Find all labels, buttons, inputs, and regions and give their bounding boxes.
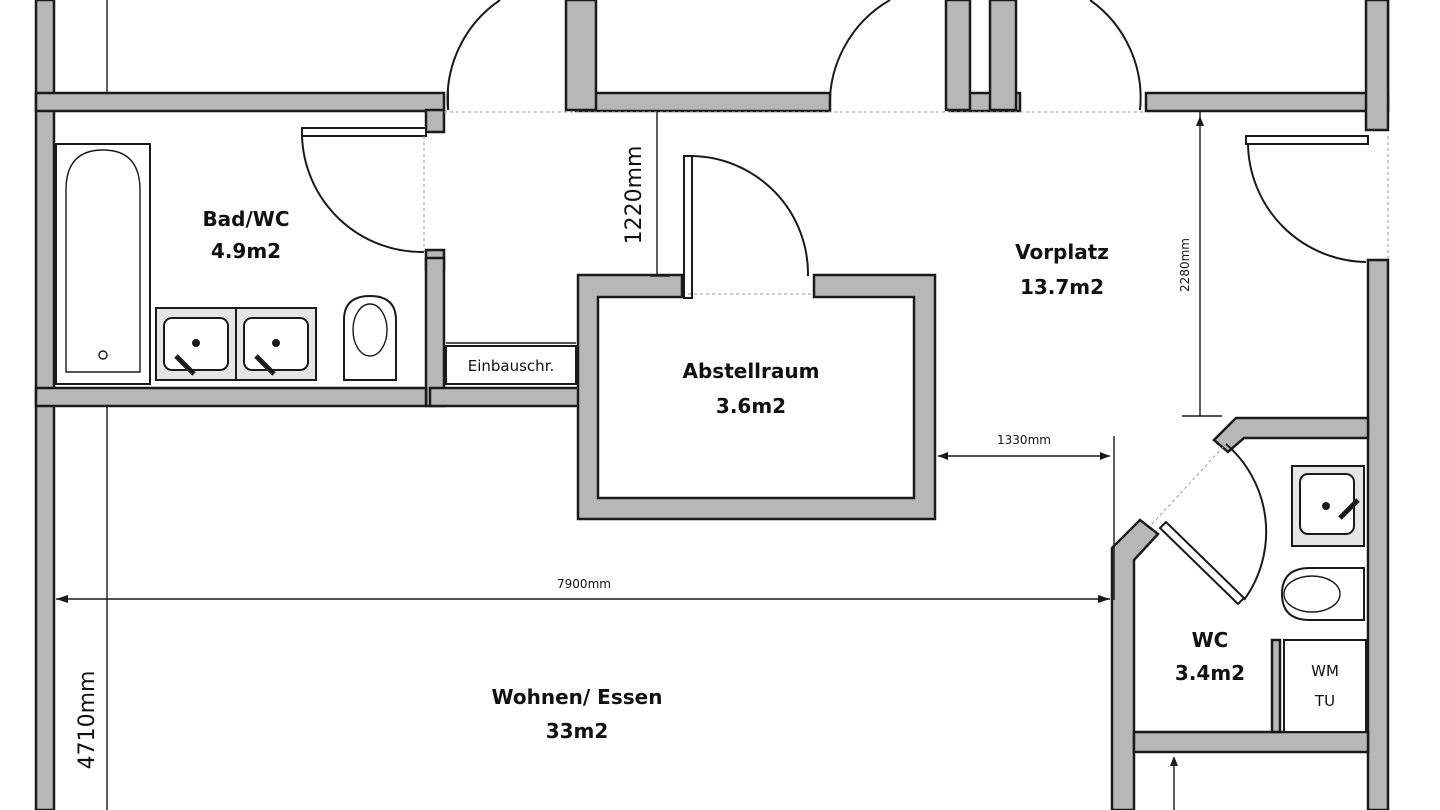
wc-toilet	[1280, 567, 1365, 621]
abstellraum-walls	[576, 273, 937, 521]
dim-label-7900: 7900mm	[557, 577, 611, 591]
dim-label-2280: 2280mm	[1178, 238, 1192, 292]
door-leaf-abstellraum	[683, 155, 693, 299]
dim-label-1220: 1220mm	[622, 146, 647, 245]
wm-divider	[1270, 638, 1282, 734]
bathtub	[55, 143, 151, 385]
bathtub-inner	[65, 149, 141, 373]
arrow-icon	[1170, 756, 1178, 766]
arrow-icon	[1098, 595, 1110, 603]
room-labels: Bad/WC 4.9m2 Vorplatz 13.7m2 Abstellraum…	[202, 207, 1245, 743]
walls	[34, 0, 1390, 810]
room-area-bad: 4.9m2	[211, 239, 281, 263]
tu-label: TU	[1314, 692, 1335, 710]
sink-right-drain-icon	[272, 339, 280, 347]
door-arc-upper-left	[446, 0, 501, 111]
door-arc-upper-right	[1089, 0, 1142, 111]
room-area-wohnen: 33m2	[546, 719, 609, 743]
einbauschrank-label: Einbauschr.	[468, 357, 555, 375]
door-arc-bad	[301, 135, 425, 254]
door-arc-right	[1247, 143, 1367, 263]
dim-label-1330: 1330mm	[997, 433, 1051, 447]
arrow-icon	[56, 595, 68, 603]
partition-upper-1	[564, 0, 598, 112]
partition-upper-3	[988, 0, 1018, 112]
fixture-labels: Einbauschr. WM TU	[468, 357, 1339, 710]
sink-left-tap-icon	[174, 354, 196, 376]
toilet-bad	[343, 294, 397, 381]
dim-label-4710: 4710mm	[75, 671, 100, 770]
bad-wall-bottom	[34, 386, 428, 408]
wc-wall-top	[1212, 416, 1370, 454]
wc-sink-tap-icon	[1338, 498, 1360, 520]
arrow-icon	[1196, 116, 1204, 126]
sink-right-tap-icon	[254, 354, 276, 376]
toilet-bad-seat	[352, 303, 388, 357]
partition-upper-2	[944, 0, 972, 112]
dimension-labels: 1220mm 2280mm 1330mm 7900mm 4710mm	[75, 146, 1192, 770]
door-arc-wc	[1225, 443, 1268, 601]
door-leaf-bad	[301, 127, 427, 137]
einbau-wall-bottom	[428, 386, 582, 408]
arrow-icon	[1100, 452, 1110, 460]
wc-sink-drain-icon	[1322, 502, 1330, 510]
room-name-abstellraum: Abstellraum	[683, 359, 820, 383]
room-name-vorplatz: Vorplatz	[1015, 240, 1109, 264]
room-name-wc: WC	[1192, 628, 1229, 652]
door-leaf-right	[1245, 135, 1369, 145]
einbauschrank	[445, 345, 577, 385]
partition-upper-4	[1364, 0, 1390, 132]
fixtures	[55, 143, 1367, 733]
wc-toilet-seat	[1283, 575, 1341, 613]
wall-top-1	[34, 91, 446, 113]
door-arc-abstellraum	[691, 155, 810, 277]
door-leaf-wc	[1158, 520, 1246, 606]
room-area-vorplatz: 13.7m2	[1020, 275, 1104, 299]
door-arc-upper-middle	[828, 0, 891, 111]
room-name-bad: Bad/WC	[202, 207, 289, 231]
wc-wall-bottom	[1132, 730, 1370, 754]
room-name-wohnen: Wohnen/ Essen	[492, 685, 663, 709]
sink-left-drain-icon	[192, 339, 200, 347]
outer-wall-right	[1366, 258, 1390, 810]
door-opening-wc	[1151, 445, 1225, 525]
dimension-lines	[56, 0, 1222, 810]
arrow-icon	[938, 452, 948, 460]
bathtub-drain-icon	[98, 350, 108, 360]
wc-wall-left	[1110, 518, 1160, 810]
wall-top-2	[574, 91, 832, 113]
room-area-wc: 3.4m2	[1175, 661, 1245, 685]
door-stub-bad-top	[424, 108, 446, 134]
bad-wall-right	[424, 256, 446, 408]
wm-tu-box	[1283, 639, 1367, 733]
room-area-abstellraum: 3.6m2	[716, 394, 786, 418]
wm-label: WM	[1311, 662, 1339, 680]
wall-top-4	[1144, 91, 1390, 113]
doors	[301, 0, 1389, 606]
